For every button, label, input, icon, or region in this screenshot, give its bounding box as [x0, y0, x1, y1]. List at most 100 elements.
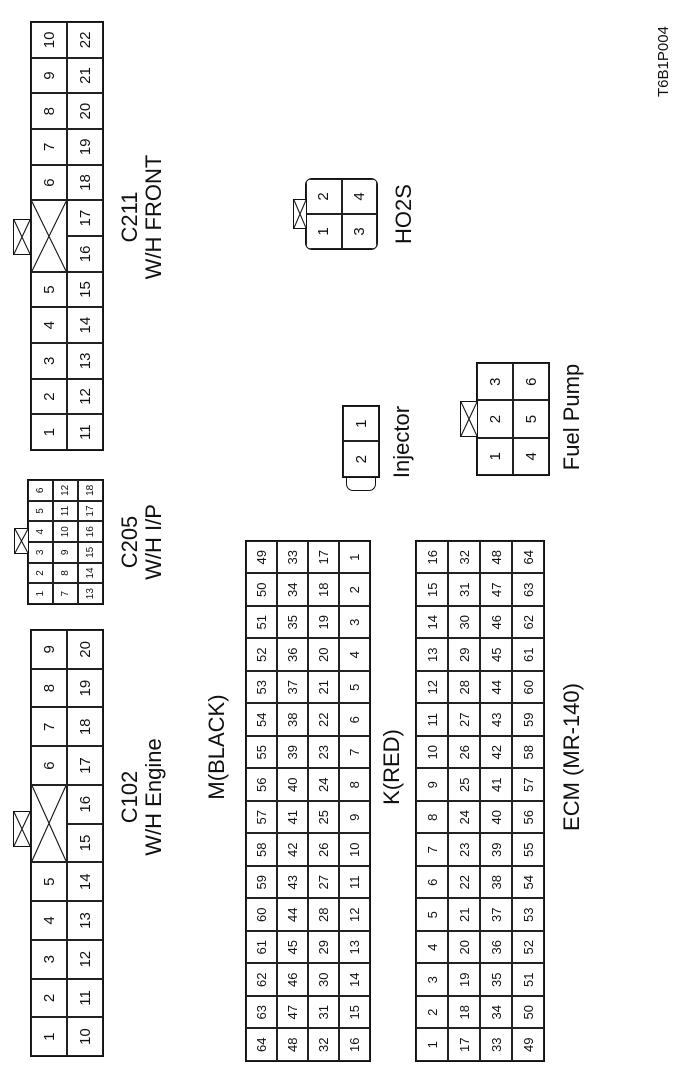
pin-cell: 14: [416, 606, 448, 639]
pin-cell: 51: [512, 963, 544, 996]
pin-cell: 19: [308, 606, 339, 639]
c205-label: C205 W/H I/P: [117, 467, 166, 617]
pin-cell: 6: [513, 363, 549, 401]
pin-cell: 4: [339, 638, 370, 671]
pin-cell: 5: [513, 400, 549, 438]
figure-code: T6B1P004: [655, 26, 672, 97]
pin-cell: 9: [53, 542, 78, 563]
pin-cell: 8: [416, 801, 448, 834]
pin-cell: 2: [477, 400, 513, 438]
pin-cell: 10: [31, 22, 67, 58]
ho2s-lock-tab-icon: [293, 199, 307, 229]
pin-cell: 35: [277, 606, 308, 639]
pin-cell: 61: [512, 638, 544, 671]
pin-cell: 12: [416, 671, 448, 704]
pin-cell: 10: [53, 521, 78, 543]
pin-cell: 49: [246, 541, 277, 574]
ecm-k-red-label: K(RED): [379, 729, 404, 805]
pin-cell: 17: [67, 746, 103, 785]
pin-cell: 34: [277, 573, 308, 606]
pin-cell: 29: [308, 931, 339, 964]
pin-cell: 28: [308, 898, 339, 931]
pin-cell: 48: [480, 541, 512, 574]
c102-harness: W/H Engine: [141, 738, 166, 856]
pin-cell: 41: [480, 768, 512, 801]
pin-cell: 64: [512, 541, 544, 574]
pin-cell: 1: [416, 1028, 448, 1061]
ecm-m-black-label: M(BLACK): [204, 694, 229, 800]
pin-cell: 11: [67, 978, 103, 1018]
pin-cell: 2: [343, 441, 379, 477]
pin-cell: 11: [67, 414, 103, 450]
pin-cell: 1: [31, 414, 67, 450]
pin-cell: 31: [308, 996, 339, 1029]
pin-cell: 11: [339, 866, 370, 899]
pin-cell: 23: [308, 736, 339, 769]
pin-cell: 49: [512, 1028, 544, 1061]
pin-cell: 7: [31, 707, 67, 747]
pin-cell: 4: [416, 931, 448, 964]
pin-cell: 6: [31, 746, 67, 785]
pin-cell: 13: [339, 931, 370, 964]
pin-cell: 52: [512, 931, 544, 964]
pin-cell: 4: [28, 521, 53, 543]
pin-cell: 40: [480, 801, 512, 834]
pin-cell: 20: [308, 638, 339, 671]
pin-cell: 26: [308, 833, 339, 866]
pin-cell: 9: [31, 630, 67, 669]
injector-clip-icon: [346, 477, 376, 491]
pin-cell: 30: [448, 606, 480, 639]
c211-harness: W/H FRONT: [141, 154, 166, 280]
fuel-pump-label: Fuel Pump: [559, 363, 584, 471]
pin-cell: 36: [480, 931, 512, 964]
pin-cell: 21: [448, 898, 480, 931]
pin-cell: 2: [339, 573, 370, 606]
pin-cell: 3: [339, 606, 370, 639]
pin-cell: 1: [339, 541, 370, 574]
pin-cell: 11: [416, 703, 448, 736]
pin-cell: 15: [416, 573, 448, 606]
pin-cell: 6: [28, 480, 53, 501]
pin-cell: 5: [31, 271, 67, 308]
pin-cell: 20: [67, 93, 103, 129]
pin-cell: 8: [31, 668, 67, 708]
c205-lock-tab-icon: [14, 528, 29, 554]
pin-cell: 11: [53, 500, 78, 522]
pin-cell: 47: [480, 573, 512, 606]
pin-cell: 20: [448, 931, 480, 964]
pin-cell: 58: [246, 833, 277, 866]
pin-cell: 18: [67, 707, 103, 747]
pin-cell: 3: [341, 214, 377, 249]
pin-cell: 58: [512, 736, 544, 769]
ecm-label: ECM (MR-140): [559, 683, 584, 831]
pin-cell: 1: [477, 437, 513, 475]
pin-cell: 14: [67, 862, 103, 902]
pin-cell: 10: [416, 736, 448, 769]
pin-cell: 54: [246, 703, 277, 736]
pin-cell: 25: [448, 768, 480, 801]
pin-cell: 24: [308, 768, 339, 801]
pin-cell: 32: [448, 541, 480, 574]
pin-cell: 44: [480, 671, 512, 704]
pin-cell: 38: [480, 866, 512, 899]
pin-cell: 14: [339, 963, 370, 996]
pin-cell: 24: [448, 801, 480, 834]
pin-cell: 13: [67, 343, 103, 379]
pin-cell: 6: [339, 703, 370, 736]
pin-cell: 48: [277, 1028, 308, 1061]
pin-cell: 46: [480, 606, 512, 639]
pin-cell: 7: [53, 583, 78, 604]
pin-cell: 52: [246, 638, 277, 671]
pin-cell: 45: [480, 638, 512, 671]
pin-cell: 4: [31, 307, 67, 343]
pin-cell: 5: [339, 671, 370, 704]
pin-cell: 15: [339, 996, 370, 1029]
pin-cell: 7: [416, 833, 448, 866]
pin-cell: 43: [277, 866, 308, 899]
pin-cell: 16: [339, 1028, 370, 1061]
